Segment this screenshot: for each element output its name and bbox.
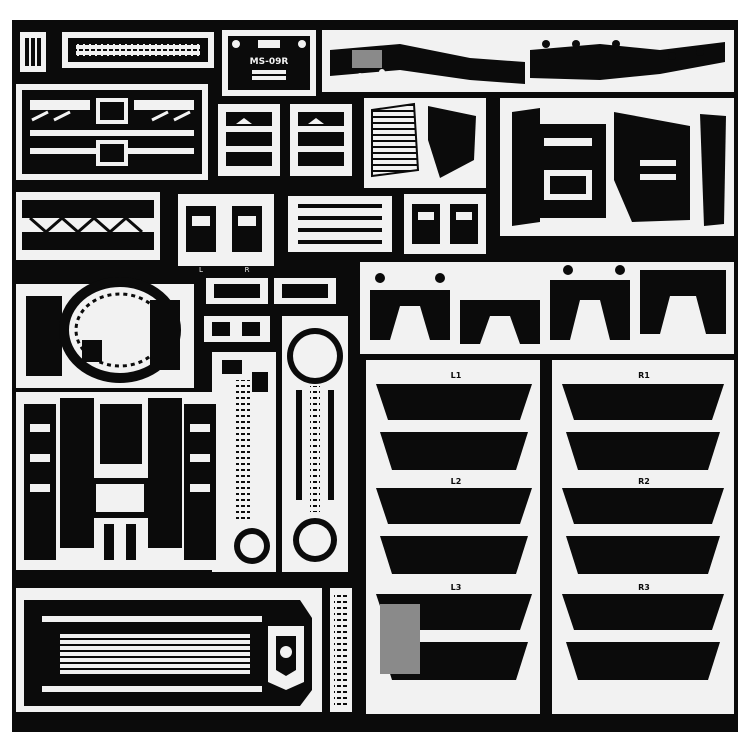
hatch-plates-part: L R (178, 194, 274, 274)
mark-l1-label: L1 (451, 371, 462, 380)
bracket-row-part (360, 262, 734, 354)
stamp-strip-part (204, 278, 336, 342)
mark-r2-label: R2 (638, 477, 650, 486)
ring-arm-part (282, 316, 348, 572)
chassis-part (16, 392, 224, 570)
base-plate-part (16, 588, 322, 712)
piston-rods-part (288, 196, 392, 252)
letter-l-label: L (199, 266, 203, 274)
truss-part (16, 192, 160, 260)
vent-part (20, 32, 46, 72)
twin-hatch-part (404, 194, 486, 254)
mark-r3-label: R3 (638, 583, 650, 592)
mark-r1-label: R1 (638, 371, 650, 380)
letter-r-label: R (245, 266, 250, 274)
ladder-strip-part (62, 32, 214, 68)
armor-cluster-part (500, 98, 734, 236)
nameplate-part: MS-09R (222, 30, 316, 96)
skirt-strip-part (322, 30, 734, 92)
mark-l2-label: L2 (451, 477, 462, 486)
skirt-armor-left: L1 L2 L3 (366, 360, 540, 714)
backpack-frame-part (16, 84, 208, 180)
mark-l3-label: L3 (451, 583, 462, 592)
model-code-label: MS-09R (250, 57, 289, 67)
skirt-armor-right: R1 R2 R3 (552, 360, 734, 714)
small-plates-part (218, 104, 352, 176)
chain-strip-part (330, 588, 352, 712)
ring-frame-part (16, 277, 194, 388)
grille-shield-part (364, 98, 486, 188)
